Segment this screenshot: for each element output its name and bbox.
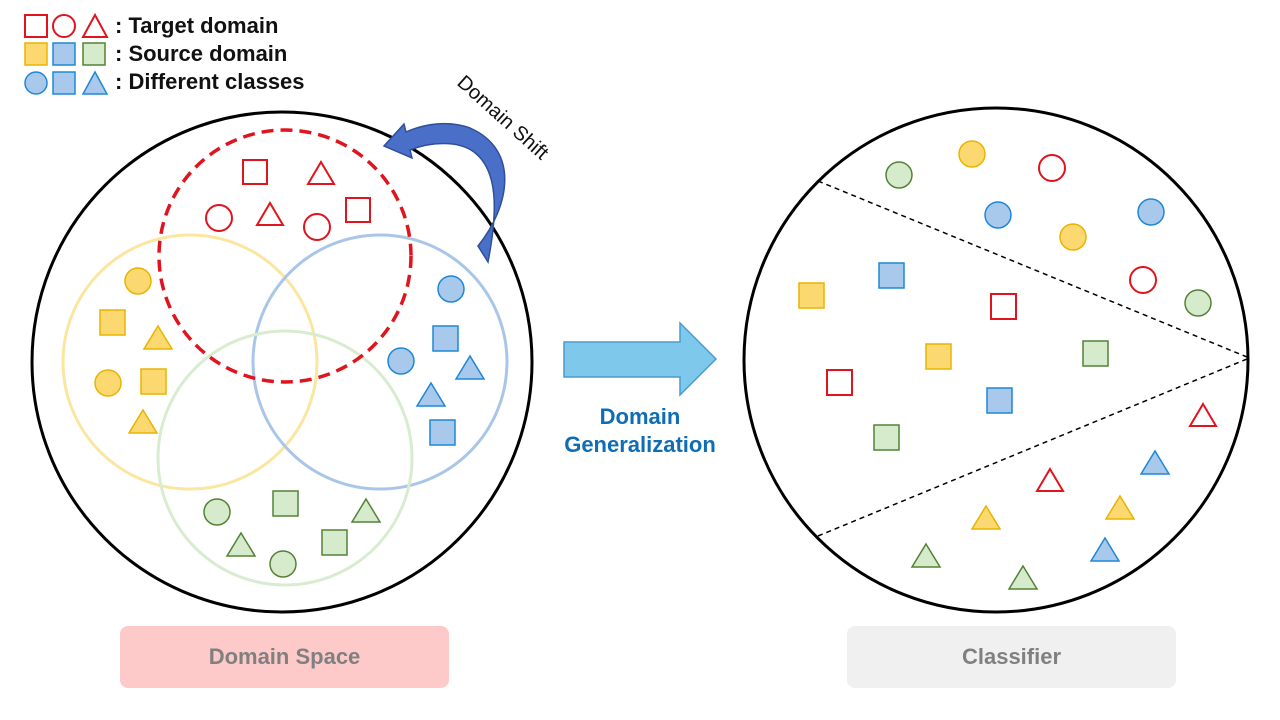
target-samples xyxy=(205,159,371,241)
legend: : Target domain : Source domain : Differ… xyxy=(24,12,305,95)
target-square xyxy=(345,197,371,223)
target-square xyxy=(242,159,268,185)
green-triangle xyxy=(225,531,257,557)
legend-target-icons xyxy=(24,12,109,38)
green-triangle xyxy=(910,542,942,568)
legend-source-icons xyxy=(24,42,106,66)
target-triangle xyxy=(306,160,336,185)
domain-generalization-line1: Domain xyxy=(600,404,681,429)
domain-space-circle xyxy=(30,110,534,614)
yellow-triangle xyxy=(1104,494,1136,520)
blue-square xyxy=(878,262,905,289)
blue-samples xyxy=(387,275,486,446)
target-triangle xyxy=(255,201,285,226)
yellow-triangle xyxy=(142,324,174,350)
blue-circle xyxy=(437,275,465,303)
yellow-triangle xyxy=(970,504,1002,530)
source-domain-yellow xyxy=(61,233,319,491)
target-domain-dashed xyxy=(157,128,413,384)
green-square xyxy=(873,424,900,451)
classifier xyxy=(742,106,1250,614)
class-circles xyxy=(885,140,1212,317)
curved-arrow-icon xyxy=(382,122,506,265)
target-circle xyxy=(205,204,233,232)
blue-triangle xyxy=(1089,536,1121,562)
target-square xyxy=(826,369,853,396)
blue-square xyxy=(432,325,459,352)
domain-space xyxy=(30,110,534,614)
yellow-samples xyxy=(94,267,174,434)
target-circle xyxy=(303,213,331,241)
yellow-circle xyxy=(124,267,152,295)
target-triangle xyxy=(1188,402,1218,427)
yellow-square xyxy=(99,309,126,336)
blue-square xyxy=(429,419,456,446)
blue-triangle xyxy=(415,381,447,407)
legend-classes-label: : Different classes xyxy=(115,69,305,94)
target-triangle xyxy=(1035,467,1065,492)
green-samples xyxy=(203,490,382,578)
blue-triangle xyxy=(1139,449,1171,475)
yellow-circle xyxy=(958,140,986,168)
legend-classes-icons xyxy=(24,70,109,95)
source-domain-green xyxy=(156,329,414,587)
green-circle xyxy=(269,550,297,578)
green-triangle xyxy=(350,497,382,523)
blue-circle xyxy=(984,201,1012,229)
legend-source-label: : Source domain xyxy=(115,41,287,66)
classifier-circle xyxy=(742,106,1250,614)
yellow-triangle xyxy=(127,408,159,434)
green-circle xyxy=(885,161,913,189)
green-square xyxy=(321,529,348,556)
legend-target-label: : Target domain xyxy=(115,13,278,38)
green-triangle xyxy=(1007,564,1039,590)
domain-shift-label: Domain Shift xyxy=(453,71,553,164)
blue-circle xyxy=(387,347,415,375)
class-triangles xyxy=(910,402,1218,590)
blue-circle xyxy=(1137,198,1165,226)
yellow-circle xyxy=(94,369,122,397)
yellow-circle xyxy=(1059,223,1087,251)
class-squares xyxy=(798,262,1109,451)
yellow-square xyxy=(925,343,952,370)
yellow-square xyxy=(140,368,167,395)
right-arrow-icon xyxy=(563,321,718,397)
target-circle xyxy=(1038,154,1066,182)
blue-square xyxy=(986,387,1013,414)
classifier-label: Classifier xyxy=(847,626,1176,688)
source-domain-blue xyxy=(251,233,509,491)
blue-triangle xyxy=(454,354,486,380)
target-circle xyxy=(1129,266,1157,294)
green-circle xyxy=(1184,289,1212,317)
green-circle xyxy=(203,498,231,526)
domain-generalization-line2: Generalization xyxy=(564,432,716,457)
yellow-square xyxy=(798,282,825,309)
green-square xyxy=(1082,340,1109,367)
target-square xyxy=(990,293,1017,320)
green-square xyxy=(272,490,299,517)
domain-space-label: Domain Space xyxy=(120,626,449,688)
